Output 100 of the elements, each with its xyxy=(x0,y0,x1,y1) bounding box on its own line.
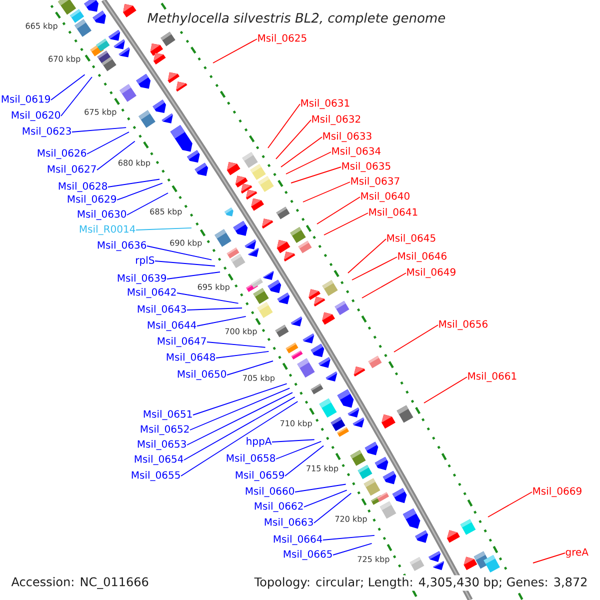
leader-line xyxy=(302,182,350,202)
leader-line xyxy=(186,308,242,310)
leader-line xyxy=(212,38,258,64)
gene-label: Msil_0640 xyxy=(361,192,410,202)
scale-label: 690 kbp xyxy=(170,240,202,248)
leader-line xyxy=(284,445,324,476)
scale-label: 680 kbp xyxy=(118,160,150,168)
gene-label: Msil_0663 xyxy=(264,518,313,528)
leader-line xyxy=(352,256,398,280)
gene-label: rplS xyxy=(136,256,154,266)
leader-line xyxy=(186,392,293,446)
gene-label: Msil_0625 xyxy=(258,34,306,44)
leader-line xyxy=(276,440,322,460)
leader-line xyxy=(50,74,86,100)
leader-line xyxy=(60,76,92,116)
gene-label: Msil_0632 xyxy=(312,115,360,125)
gene-label: greA xyxy=(566,548,588,558)
gene-label: Msil_0669 xyxy=(533,487,582,497)
gene-label: Msil_0623 xyxy=(22,127,71,137)
gene-label: hppA xyxy=(246,437,272,447)
leader-line xyxy=(136,227,192,230)
leader-line xyxy=(304,490,348,508)
gene-label: Msil_0649 xyxy=(407,268,456,278)
gene-label: Msil_0629 xyxy=(68,195,116,205)
scale-label: 705 kbp xyxy=(243,374,275,382)
leader-line xyxy=(108,178,160,188)
leader-line xyxy=(272,439,315,442)
gene-label: Msil_0662 xyxy=(254,502,303,512)
scale-label: 700 kbp xyxy=(225,328,257,336)
gene-label: Msil_0644 xyxy=(148,321,196,331)
leader-line xyxy=(192,383,288,416)
gene-label: Msil_0627 xyxy=(48,165,96,175)
scale-label: 670 kbp xyxy=(48,56,80,64)
leader-line xyxy=(126,192,168,216)
gene-label: Msil_0641 xyxy=(369,208,418,218)
leader-line xyxy=(532,552,566,564)
scale-label: 675 kbp xyxy=(84,108,116,116)
leader-line xyxy=(96,140,136,170)
leader-line xyxy=(394,324,438,352)
leader-line xyxy=(290,166,342,184)
gene-label: Msil_0633 xyxy=(323,132,372,142)
scale-label: 710 kbp xyxy=(280,420,312,428)
leader-line xyxy=(362,272,406,298)
leader-line xyxy=(166,272,220,280)
gene-label: Msil_0630 xyxy=(78,210,126,220)
gene-label: Msil_0643 xyxy=(138,305,186,315)
gene-label: Msil_0636 xyxy=(98,241,146,251)
gene-label: Msil_0664 xyxy=(274,535,322,545)
footer-text: Accession: NC_011666 xyxy=(9,575,151,591)
leader-line xyxy=(154,260,216,266)
leader-line xyxy=(206,342,266,348)
leader-line xyxy=(216,351,270,358)
leader-line xyxy=(184,396,296,460)
scale-label: 665 kbp xyxy=(26,22,58,30)
scale-label: 695 kbp xyxy=(198,284,230,292)
gene-label: Msil_0648 xyxy=(166,353,216,363)
gene-label: Msil_0646 xyxy=(398,252,446,262)
title: Methylocella silvestris BL2, complete genome xyxy=(145,10,448,28)
gene-label: Msil_0650 xyxy=(178,370,226,380)
leader-line xyxy=(314,492,352,524)
leader-line xyxy=(72,127,127,132)
leader-line xyxy=(176,292,239,304)
leader-line xyxy=(322,534,375,540)
gene-label: Msil_0637 xyxy=(351,177,400,187)
gene-label: Msil_0619 xyxy=(2,95,50,105)
gene-label: Msil_0660 xyxy=(246,487,294,497)
gene-label: Msil_0642 xyxy=(128,288,176,298)
leader-line xyxy=(86,132,130,154)
gene-label: Msil_0659 xyxy=(236,471,284,481)
gene-label: Msil_0665 xyxy=(284,550,332,560)
leader-line xyxy=(324,212,368,236)
leader-line xyxy=(196,316,246,326)
gene-label: Msil_0658 xyxy=(226,454,276,464)
leader-line xyxy=(180,401,298,476)
gene-label: Msil_0628 xyxy=(58,182,108,192)
leader-line xyxy=(116,182,163,200)
gene-label: Msil_0647 xyxy=(158,337,206,347)
gene-label: Msil_0655 xyxy=(132,471,180,481)
scale-label: 685 kbp xyxy=(150,208,182,216)
gene-label: Msil_0652 xyxy=(140,425,189,435)
gene-label: Msil_0635 xyxy=(342,162,390,172)
scale-label: 720 kbp xyxy=(335,516,367,524)
gene-label: Msil_0656 xyxy=(439,320,488,330)
gene-label: Msil_0631 xyxy=(301,99,350,109)
leader-line xyxy=(286,152,332,174)
gene-label: Msil_0639 xyxy=(118,274,166,284)
leader-line xyxy=(190,388,290,430)
leader-line xyxy=(294,484,346,492)
leader-line xyxy=(348,238,386,274)
gene-label: Msil_0651 xyxy=(144,410,192,420)
leader-line xyxy=(488,492,532,518)
gene-label: Msil_0645 xyxy=(387,234,436,244)
footer-text: Topology: circular; Length: 4,305,430 bp; Genes: 3,872 xyxy=(252,575,590,591)
gene-label: Msil_0634 xyxy=(332,147,381,157)
leader-line xyxy=(268,104,300,148)
gene-label: Msil_0653 xyxy=(138,440,186,450)
gene-label: Msil_0626 xyxy=(38,149,86,159)
scale-label: 725 kbp xyxy=(358,556,390,564)
leader-line xyxy=(424,376,468,404)
leader-line xyxy=(280,136,322,168)
